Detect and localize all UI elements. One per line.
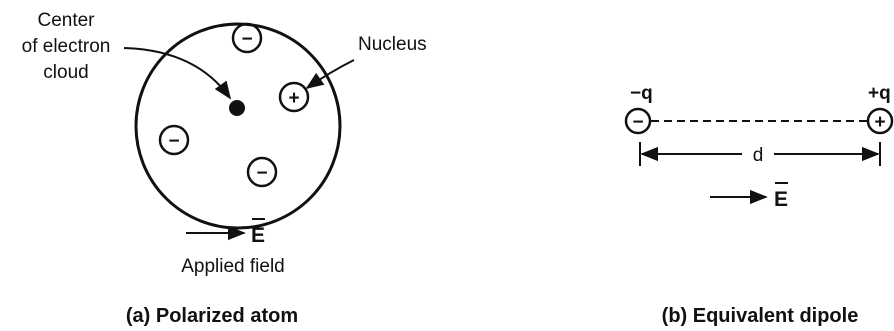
nucleus-label: Nucleus	[358, 34, 427, 55]
field-symbol: E	[251, 224, 265, 247]
center-label-arrow	[124, 48, 230, 98]
applied-field-label: Applied field	[181, 256, 285, 277]
electron-charge: −	[160, 126, 188, 154]
electron-sign: −	[168, 131, 179, 152]
neg-charge-label: −q	[630, 83, 653, 104]
nucleus-charge: +	[280, 83, 308, 111]
equivalent-dipole-panel: −q +q − + d E (b) Equivalent dipole	[626, 83, 892, 327]
dipole-caption: (b) Equivalent dipole	[662, 305, 859, 327]
polarized-atom-panel: Center of electron cloud Nucleus + − − −	[22, 10, 427, 327]
negative-sign: −	[632, 112, 643, 133]
center-label-line-1: Center	[37, 10, 95, 31]
positive-charge: +	[868, 109, 892, 133]
center-label-line-2: of electron	[22, 36, 111, 57]
separation-label: d	[753, 145, 764, 166]
electron-charge: −	[248, 158, 276, 186]
negative-charge: −	[626, 109, 650, 133]
dipole-field-vector-symbol: E	[774, 183, 788, 211]
dipole-field-symbol: E	[774, 188, 788, 211]
field-vector-symbol: E	[251, 219, 265, 247]
electron-charge: −	[233, 24, 261, 52]
electron-sign: −	[241, 29, 252, 50]
separation-dimension: d	[640, 142, 880, 166]
nucleus-sign: +	[288, 88, 299, 109]
electron-sign: −	[256, 163, 267, 184]
center-label-line-3: cloud	[43, 62, 88, 83]
positive-sign: +	[874, 112, 885, 133]
atom-caption: (a) Polarized atom	[126, 305, 298, 327]
cloud-center-dot	[229, 100, 245, 116]
pos-charge-label: +q	[868, 83, 891, 104]
